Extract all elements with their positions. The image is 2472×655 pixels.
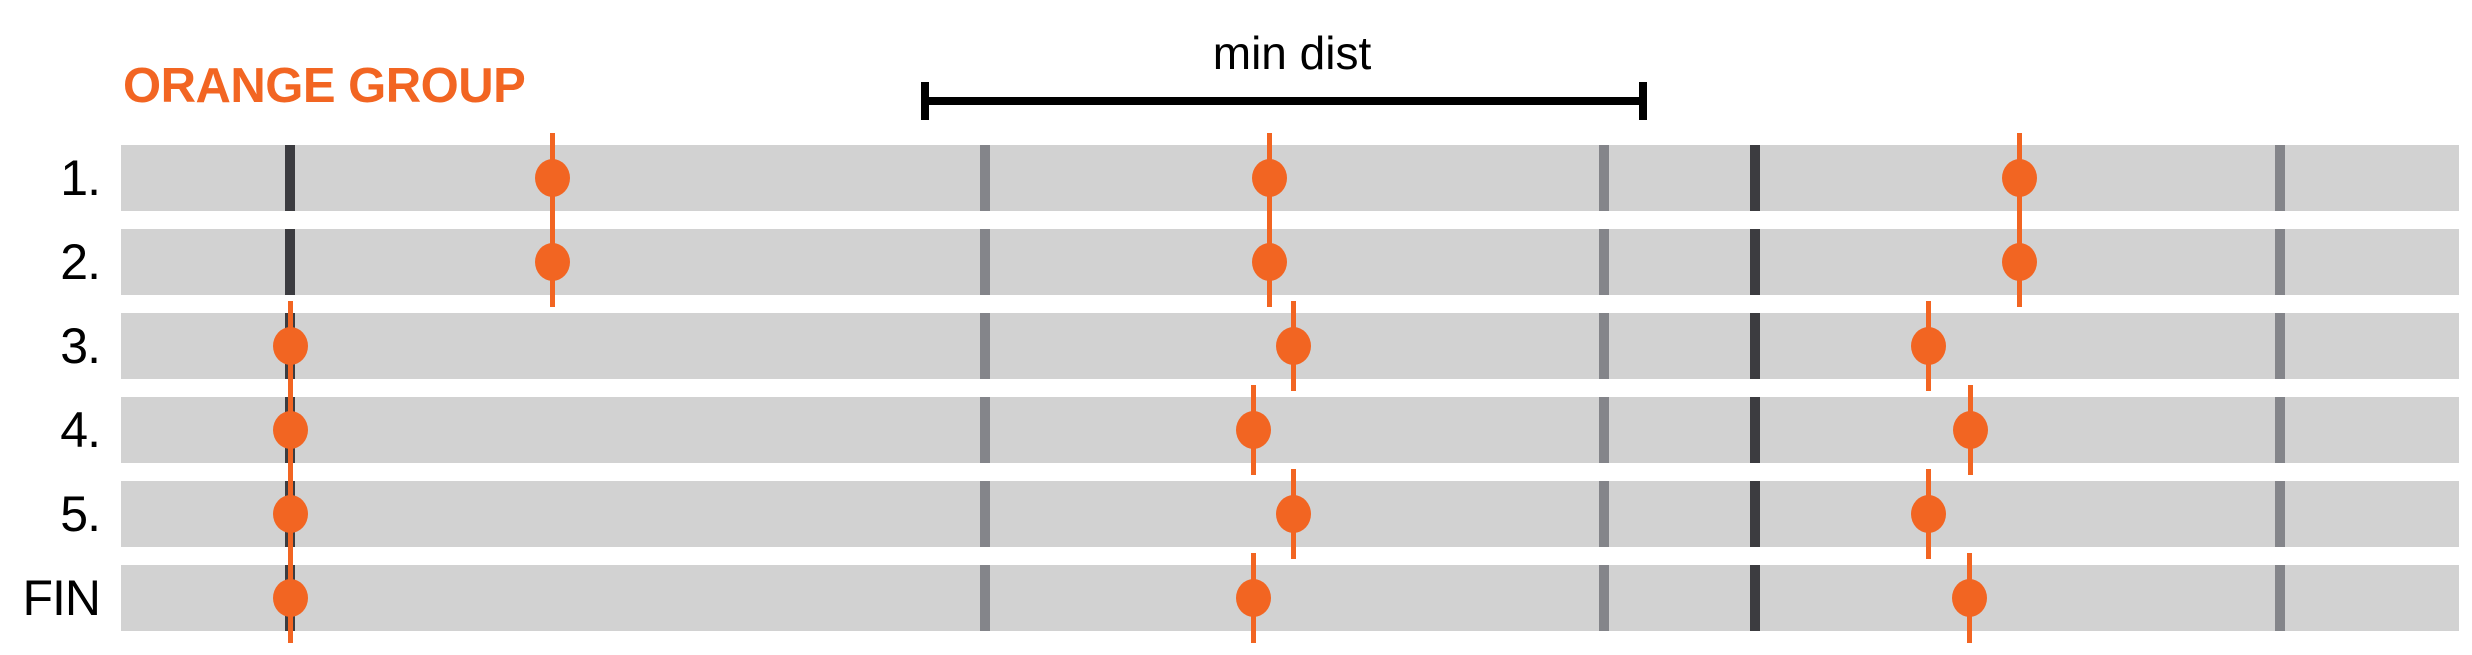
skier-dot [1251,243,1287,281]
bracket-end-tick-right [1639,82,1647,120]
distance-tick [1750,565,1760,631]
skier-dot [1275,327,1311,365]
distance-tick [1599,397,1609,463]
distance-tick [285,145,295,211]
skier-dot [2001,159,2037,197]
distance-tick [980,313,990,379]
bracket-end-tick-left [921,82,929,120]
min-dist-label: min dist [1212,27,1372,79]
distance-tick [980,397,990,463]
distance-tick [980,481,990,547]
lane-bar-3 [121,301,2459,391]
skier-dot [1951,579,1987,617]
skier-dot [2001,243,2037,281]
lane-label-1: 1. [60,150,101,206]
skier-dot [1952,411,1988,449]
distance-tick [1599,481,1609,547]
distance-tick [1750,481,1760,547]
distance-tick [1599,313,1609,379]
lane-label-4: 4. [60,402,101,458]
skier-dot [272,327,308,365]
skier-dot [1235,411,1271,449]
skier-dot [272,495,308,533]
distance-tick [2275,313,2285,379]
skier-dot [1910,495,1946,533]
lane-bar-1 [121,133,2459,223]
skier-dot [1251,159,1287,197]
distance-tick [1750,397,1760,463]
group-title: ORANGE GROUP [123,59,526,113]
distance-tick [1599,565,1609,631]
skier-dot [1275,495,1311,533]
lane-bar-2 [121,217,2459,307]
skier-dot [272,579,308,617]
lane-label-2: 2. [60,234,101,290]
lane-bar-5 [121,469,2459,559]
distance-tick [2275,145,2285,211]
distance-tick [285,229,295,295]
skier-dot [1235,579,1271,617]
lane-label-5: 5. [60,486,101,542]
distance-tick [980,229,990,295]
skier-dot [1910,327,1946,365]
skier-dot [272,411,308,449]
distance-tick [980,565,990,631]
distance-tick [1599,229,1609,295]
lane-bar-4 [121,385,2459,475]
skier-dot [534,243,570,281]
lane-bar-6 [121,553,2459,643]
distance-tick [2275,565,2285,631]
bracket-line [925,97,1643,105]
distance-tick [980,145,990,211]
lane-label-fin: FIN [22,570,101,626]
lane-label-3: 3. [60,318,101,374]
skier-dot [534,159,570,197]
distance-tick [1599,145,1609,211]
distance-tick [2275,229,2285,295]
distance-tick [2275,397,2285,463]
distance-tick [1750,313,1760,379]
distance-tick [1750,229,1760,295]
distance-tick [1750,145,1760,211]
distance-tick [2275,481,2285,547]
